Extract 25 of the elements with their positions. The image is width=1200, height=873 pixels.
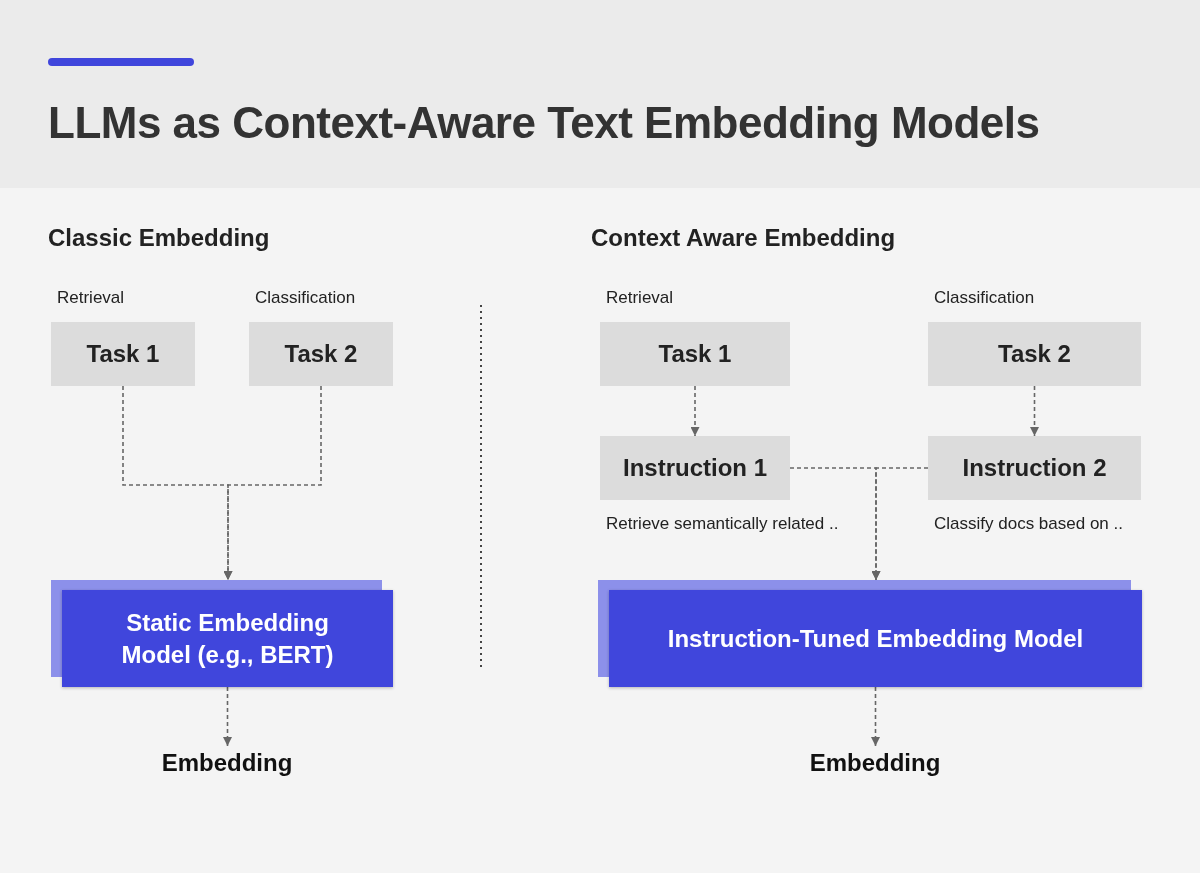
title: LLMs as Context-Aware Text Embedding Models xyxy=(48,98,1040,148)
process-box: Task 1 xyxy=(600,322,790,386)
task-label: Classification xyxy=(255,288,356,308)
section-heading: Context Aware Embedding xyxy=(591,224,896,252)
model-box: Instruction-Tuned Embedding Model xyxy=(609,590,1142,687)
caption-text: Retrieve semantically related .. xyxy=(606,514,839,534)
task-label: Classification xyxy=(934,288,1035,308)
task-label: Retrieval xyxy=(57,288,125,308)
process-box: Task 2 xyxy=(249,322,393,386)
dashed-arrow xyxy=(690,385,700,437)
dashed-arrow xyxy=(223,385,322,581)
dashed-arrow xyxy=(871,467,929,581)
section-heading: Classic Embedding xyxy=(48,224,270,252)
output-text: Embedding xyxy=(808,746,942,780)
dashed-arrow xyxy=(871,686,880,747)
dashed-arrow xyxy=(1030,385,1039,437)
caption-text: Classify docs based on .. xyxy=(934,514,1123,534)
task-label: Retrieval xyxy=(606,288,674,308)
model-box: Static Embedding Model (e.g., BERT) xyxy=(62,590,393,687)
process-box: Task 2 xyxy=(928,322,1141,386)
process-box: Instruction 1 xyxy=(600,436,790,500)
process-box: Task 1 xyxy=(51,322,195,386)
process-box: Instruction 2 xyxy=(928,436,1141,500)
dashed-arrow xyxy=(223,686,232,747)
output-text: Embedding xyxy=(160,746,294,780)
